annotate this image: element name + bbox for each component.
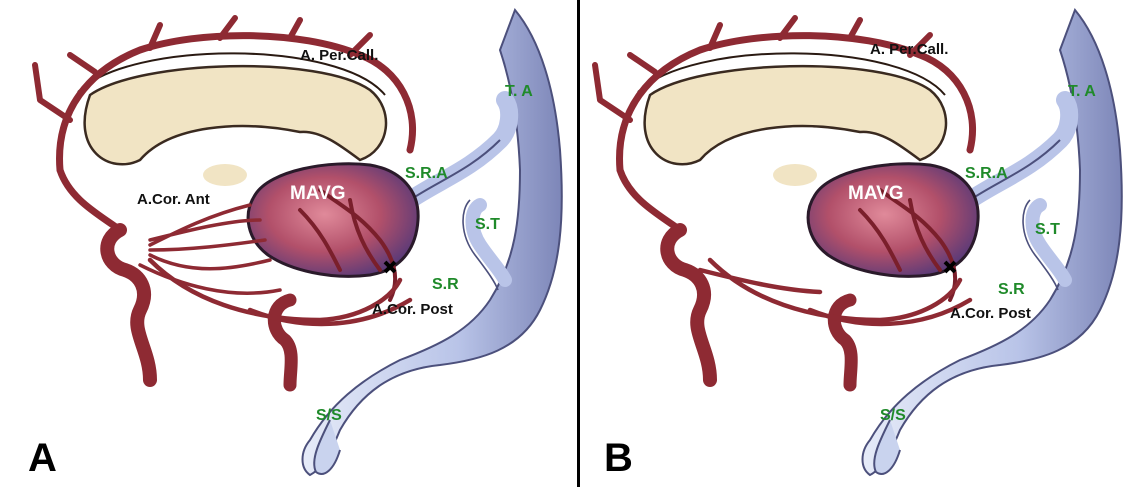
label-sr: S.R: [998, 282, 1025, 298]
carotid-siphon: [107, 230, 150, 380]
panel-letter-b: B: [604, 438, 633, 478]
label-per-call: A. Per.Call.: [870, 42, 948, 57]
panel-a-illustration: [0, 0, 578, 487]
thalamus-spot: [773, 164, 817, 186]
corpus-callosum: [645, 66, 946, 164]
carotid-siphon-2: [274, 300, 291, 385]
panel-letter-a: A: [28, 438, 57, 478]
label-cor-post: A.Cor. Post: [372, 302, 453, 317]
label-cor-ant: A.Cor. Ant: [137, 192, 210, 207]
panel-a: A. Per.Call. T. A S.R.A MAVG A.Cor. Ant …: [0, 0, 578, 487]
straight-sinus: [970, 100, 1069, 200]
label-ss: S/S: [316, 408, 342, 424]
label-cor-post: A.Cor. Post: [950, 306, 1031, 321]
sigmoid-loop: [1033, 205, 1066, 280]
panel-b: A. Per.Call. T. A S.R.A MAVG S.T S.R A.C…: [580, 0, 1132, 487]
label-per-call: A. Per.Call.: [300, 48, 378, 63]
carotid-siphon: [667, 230, 710, 380]
label-ta: T. A: [505, 84, 533, 100]
straight-sinus: [410, 100, 509, 200]
label-ss: S/S: [880, 408, 906, 424]
anterior-descending: [60, 170, 120, 230]
label-mavg: MAVG: [848, 184, 904, 203]
carotid-siphon-2: [834, 300, 851, 385]
label-sra: S.R.A: [405, 166, 448, 182]
label-mavg: MAVG: [290, 184, 346, 203]
corpus-callosum: [85, 66, 386, 164]
label-st: S.T: [1035, 222, 1060, 238]
label-sr: S.R: [432, 277, 459, 293]
label-st: S.T: [475, 217, 500, 233]
anterior-descending: [620, 170, 680, 230]
label-sra: S.R.A: [965, 166, 1008, 182]
label-ta: T. A: [1068, 84, 1096, 100]
thalamus-spot: [203, 164, 247, 186]
panel-b-illustration: [580, 0, 1132, 487]
